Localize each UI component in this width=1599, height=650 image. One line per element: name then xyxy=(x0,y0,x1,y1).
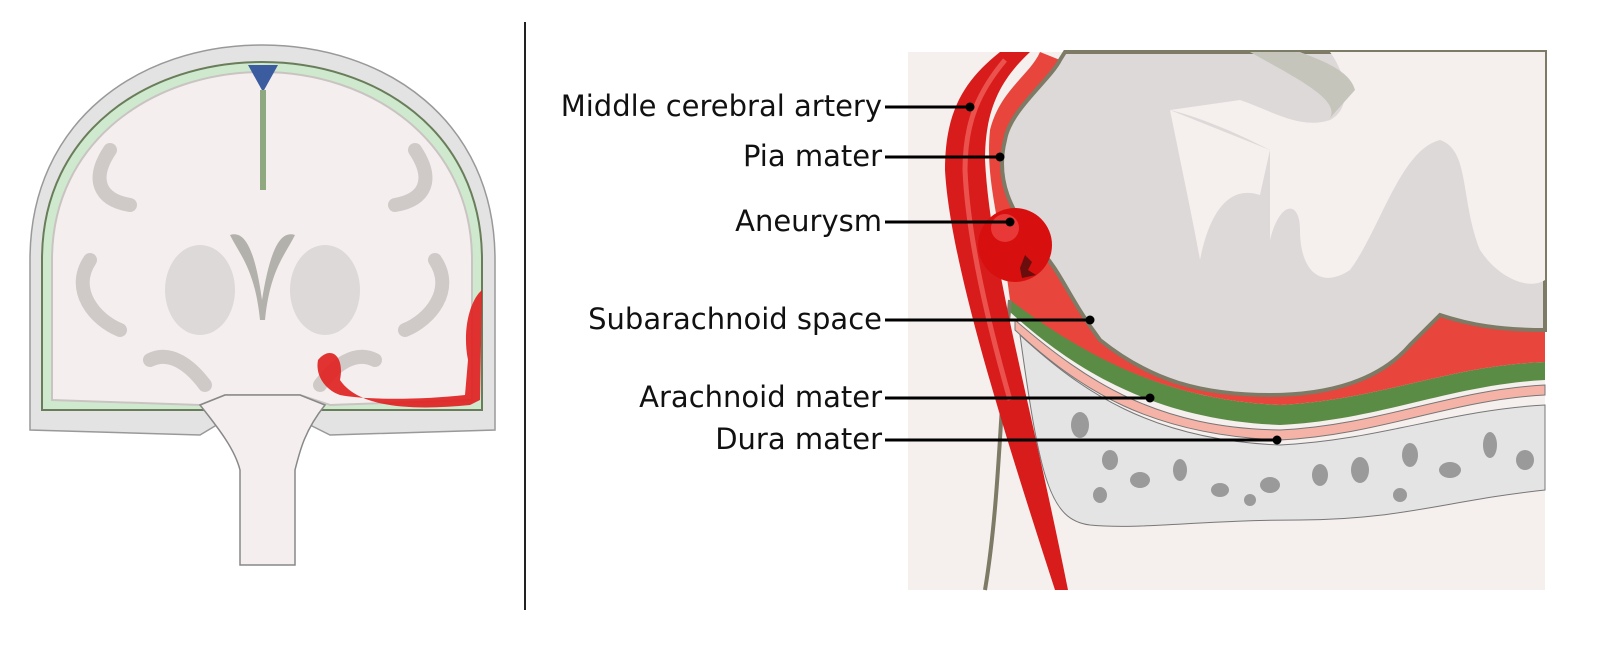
label-dura-mater: Dura mater xyxy=(715,422,882,456)
bone xyxy=(1019,333,1546,527)
aneurysm-highlight xyxy=(991,214,1019,242)
bone-trabeculae xyxy=(1071,412,1534,506)
leader-lines xyxy=(885,105,1277,442)
label-pia-mater: Pia mater xyxy=(742,139,882,173)
artery-highlight xyxy=(962,58,1013,401)
thalamus-left xyxy=(165,245,235,335)
sulcus-shadow xyxy=(1250,52,1355,118)
thalamus-right xyxy=(290,245,360,335)
label-subarachnoid-space: Subarachnoid space xyxy=(588,302,882,336)
brain-tissue xyxy=(51,70,473,407)
arachnoid-layer xyxy=(1010,298,1545,425)
sagittal-sinus xyxy=(248,65,278,92)
subarachnoid-hemorrhage xyxy=(317,290,482,408)
brainstem xyxy=(198,394,327,566)
aneurysm-rupture xyxy=(1020,255,1036,278)
coronal-brain-section xyxy=(29,44,496,566)
white-matter xyxy=(1170,52,1545,284)
label-aneurysm: Aneurysm xyxy=(735,204,882,238)
leader-dots xyxy=(965,102,1282,445)
dura-layer xyxy=(1014,318,1546,441)
ventricle xyxy=(230,234,295,320)
gyri-left xyxy=(75,143,212,392)
white-matter-2 xyxy=(1170,110,1270,260)
label-arachnoid-mater: Arachnoid mater xyxy=(639,380,882,414)
label-middle-cerebral-artery: Middle cerebral artery xyxy=(560,89,882,123)
